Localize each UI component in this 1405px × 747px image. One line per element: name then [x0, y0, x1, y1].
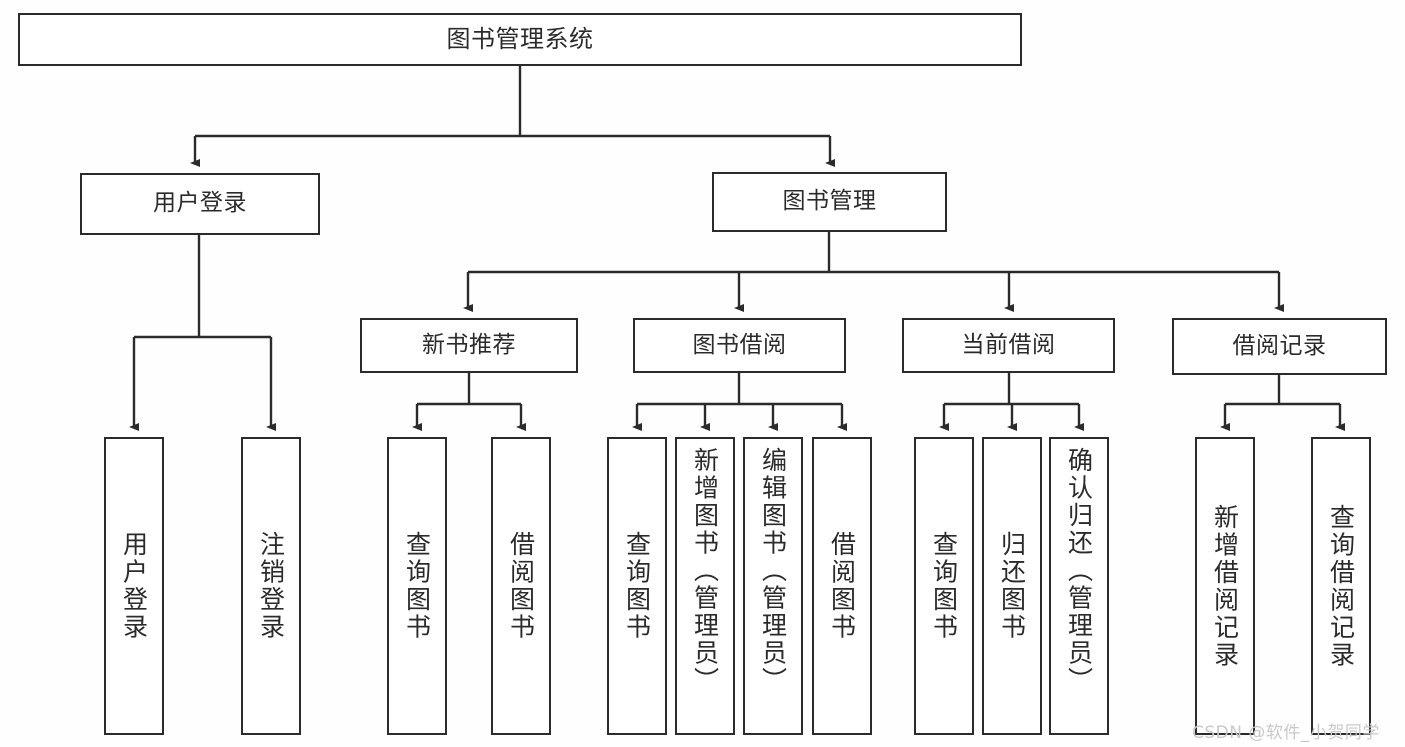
node-root-system[interactable]: 图书管理系统 — [18, 13, 1022, 66]
node-label: 归还图书 — [997, 531, 1027, 641]
leaf-query-borrow-record[interactable]: 查询借阅记录 — [1311, 437, 1371, 735]
node-label: 注销登录 — [256, 531, 286, 641]
node-label: 查询图书 — [402, 531, 432, 641]
leaf-borrow-books-newbook[interactable]: 借阅图书 — [491, 437, 551, 735]
leaf-query-books-current[interactable]: 查询图书 — [914, 437, 974, 735]
leaf-query-books-borrow[interactable]: 查询图书 — [607, 437, 667, 735]
node-book-management[interactable]: 图书管理 — [712, 172, 947, 232]
node-current-borrowing[interactable]: 当前借阅 — [902, 318, 1115, 373]
node-book-borrowing[interactable]: 图书借阅 — [633, 318, 846, 373]
node-label: 确认归还（管理员） — [1064, 447, 1094, 695]
node-label: 用户登录 — [119, 531, 149, 641]
node-label: 编辑图书（管理员） — [758, 447, 788, 695]
node-label: 借阅图书 — [506, 531, 536, 641]
node-label: 借阅图书 — [827, 531, 857, 641]
csdn-watermark: CSDN @软件_小贺同学 — [1192, 723, 1380, 743]
node-label: 图书管理系统 — [446, 25, 594, 54]
leaf-logout[interactable]: 注销登录 — [241, 437, 301, 735]
node-borrow-records[interactable]: 借阅记录 — [1172, 318, 1387, 375]
node-new-book-recommendation[interactable]: 新书推荐 — [360, 318, 578, 373]
leaf-borrow-books[interactable]: 借阅图书 — [812, 437, 872, 735]
node-label: 查询图书 — [622, 531, 652, 641]
leaf-return-books[interactable]: 归还图书 — [982, 437, 1042, 735]
leaf-confirm-return-admin[interactable]: 确认归还（管理员） — [1049, 437, 1109, 735]
leaf-add-borrow-record[interactable]: 新增借阅记录 — [1195, 437, 1255, 735]
leaf-query-books-newbook[interactable]: 查询图书 — [387, 437, 447, 735]
leaf-add-book-admin[interactable]: 新增图书（管理员） — [675, 437, 735, 735]
node-label: 新增借阅记录 — [1210, 503, 1240, 669]
node-label: 图书借阅 — [692, 331, 787, 358]
node-label: 查询图书 — [929, 531, 959, 641]
node-label: 用户登录 — [153, 190, 247, 217]
node-label: 查询借阅记录 — [1326, 503, 1356, 669]
leaf-user-login[interactable]: 用户登录 — [104, 437, 164, 735]
node-label: 当前借阅 — [961, 331, 1056, 358]
node-label: 图书管理 — [782, 188, 877, 215]
leaf-edit-book-admin[interactable]: 编辑图书（管理员） — [743, 437, 803, 735]
node-label: 新增图书（管理员） — [690, 447, 720, 695]
node-user-login[interactable]: 用户登录 — [80, 173, 320, 235]
node-label: 借阅记录 — [1232, 332, 1327, 359]
node-label: 新书推荐 — [422, 331, 516, 358]
